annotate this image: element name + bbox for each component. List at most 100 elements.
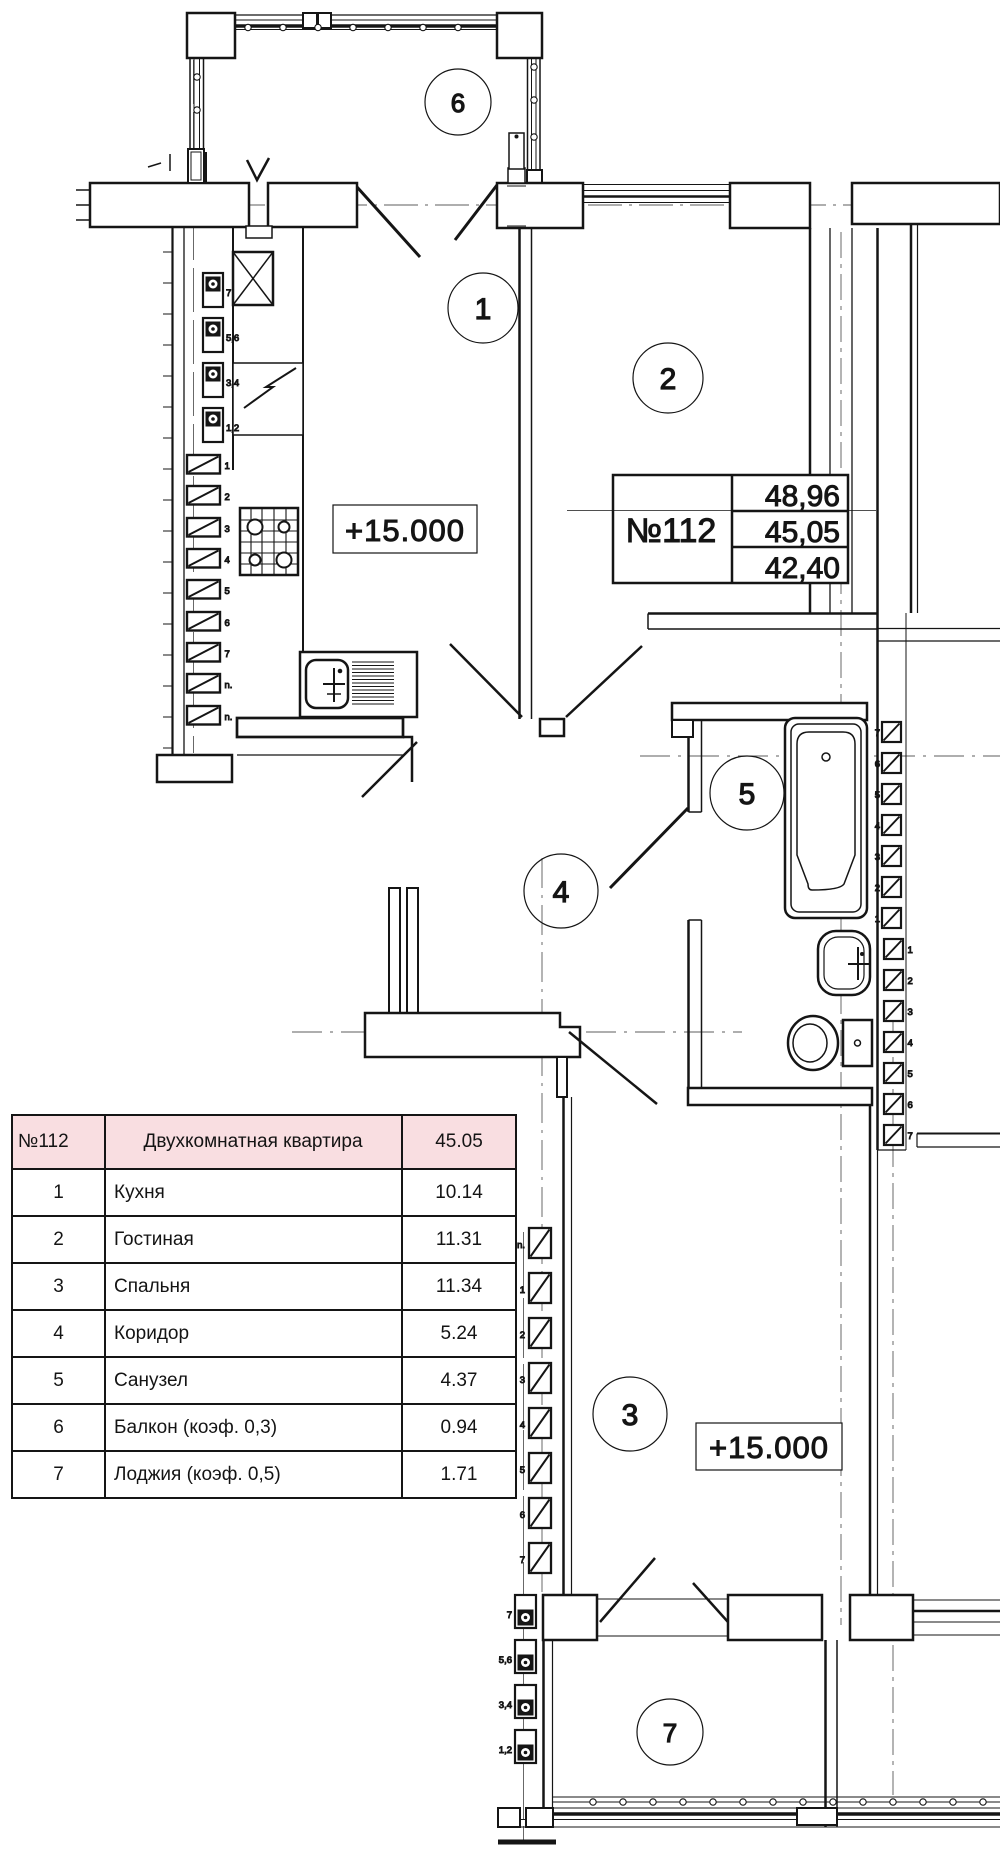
room-circle-4: 4 <box>523 853 599 929</box>
svg-text:+15.000: +15.000 <box>345 513 465 548</box>
neighbour-right <box>848 1132 1000 1642</box>
row-name: Балкон (коэф. 0,3) <box>104 1403 403 1452</box>
svg-text:7: 7 <box>663 1718 677 1748</box>
row-name: Кухня <box>104 1168 403 1217</box>
table-row: 3 Спальня 11.34 <box>11 1262 517 1311</box>
table-header-row: №112 Двухкомнатная квартира 45.05 <box>11 1114 517 1170</box>
svg-text:3,4: 3,4 <box>499 1700 512 1711</box>
svg-text:5: 5 <box>520 1465 525 1476</box>
svg-text:5: 5 <box>225 586 230 597</box>
svg-text:n.: n. <box>225 680 233 691</box>
svg-text:7: 7 <box>908 1131 913 1142</box>
row-name: Спальня <box>104 1262 403 1311</box>
svg-text:4: 4 <box>875 821 880 832</box>
room3-riser-stack: n. 1 2 3 4 5 6 7 7 5,6 3,4 1,2 <box>498 1226 553 1765</box>
row-number: 2 <box>11 1215 106 1264</box>
svg-text:6: 6 <box>225 618 230 629</box>
row-number: 6 <box>11 1403 106 1452</box>
row-area: 5.24 <box>401 1309 517 1358</box>
balcony-6-structure <box>185 11 544 184</box>
kitchen-riser-stack: 7 5,6 3,4 1,2 1 2 3 4 5 6 7 n. n. <box>185 271 240 726</box>
room3-structure <box>541 1097 824 1642</box>
area-reduced: 42,40 <box>765 552 840 585</box>
svg-text:1,2: 1,2 <box>226 423 239 434</box>
row-number: 3 <box>11 1262 106 1311</box>
svg-text:+15.000: +15.000 <box>709 1430 829 1465</box>
svg-text:6: 6 <box>451 88 465 118</box>
row-area: 0.94 <box>401 1403 517 1452</box>
table-row: 5 Санузел 4.37 <box>11 1356 517 1405</box>
svg-text:1: 1 <box>520 1285 525 1296</box>
row-number: 5 <box>11 1356 106 1405</box>
room-circle-2: 2 <box>632 342 704 414</box>
table-row: 2 Гостиная 11.31 <box>11 1215 517 1264</box>
bathroom-structure <box>670 701 874 1107</box>
row-area: 1.71 <box>401 1450 517 1499</box>
svg-text:4: 4 <box>908 1038 913 1049</box>
svg-text:1: 1 <box>875 914 880 925</box>
svg-text:4: 4 <box>553 876 570 909</box>
svg-text:1: 1 <box>908 945 913 956</box>
row-area: 11.31 <box>401 1215 517 1264</box>
room-circle-7: 7 <box>636 1698 704 1766</box>
row-name: Гостиная <box>104 1215 403 1264</box>
svg-text:7: 7 <box>520 1555 525 1566</box>
row-name: Коридор <box>104 1309 403 1358</box>
svg-text:7: 7 <box>226 288 231 299</box>
svg-text:1,2: 1,2 <box>499 1745 512 1756</box>
svg-text:5,6: 5,6 <box>499 1655 512 1666</box>
svg-text:6: 6 <box>875 759 880 770</box>
svg-text:2: 2 <box>225 492 230 503</box>
right-riser-stack: 7 6 5 4 3 2 1 1 2 3 4 5 6 7 <box>874 720 913 1147</box>
svg-text:3: 3 <box>520 1375 525 1386</box>
row-number: 7 <box>11 1450 106 1499</box>
elevation-mark-upper: +15.000 <box>332 504 478 554</box>
table-row: 1 Кухня 10.14 <box>11 1168 517 1217</box>
table-header-name: Двухкомнатная квартира <box>104 1114 403 1170</box>
svg-text:3: 3 <box>622 1399 639 1432</box>
table-row: 6 Балкон (коэф. 0,3) 0.94 <box>11 1403 517 1452</box>
svg-text:5,6: 5,6 <box>226 333 239 344</box>
row-number: 1 <box>11 1168 106 1217</box>
svg-text:2: 2 <box>875 883 880 894</box>
svg-text:7: 7 <box>507 1610 512 1621</box>
room-circles: 1 2 3 4 5 6 7 <box>424 68 785 1766</box>
apartment-number: №112 <box>626 512 717 550</box>
room-area-table: №112 Двухкомнатная квартира 45.05 1 Кухн… <box>11 1114 517 1499</box>
svg-text:n.: n. <box>517 1240 525 1251</box>
svg-text:7: 7 <box>875 728 880 739</box>
loggia-7-structure <box>497 1640 1000 1845</box>
svg-text:5: 5 <box>739 778 756 811</box>
room-circle-3: 3 <box>592 1376 668 1452</box>
corridor-structure <box>363 806 690 1105</box>
svg-text:6: 6 <box>908 1100 913 1111</box>
svg-text:3,4: 3,4 <box>226 378 239 389</box>
svg-text:3: 3 <box>225 524 230 535</box>
row-number: 4 <box>11 1309 106 1358</box>
svg-text:5: 5 <box>875 790 880 801</box>
inner-partitions <box>449 228 1000 738</box>
row-area: 11.34 <box>401 1262 517 1311</box>
elevation-mark-lower: +15.000 <box>695 1422 843 1471</box>
room-circle-1: 1 <box>447 272 519 344</box>
svg-text:1: 1 <box>475 293 492 326</box>
svg-text:3: 3 <box>908 1007 913 1018</box>
svg-text:n.: n. <box>225 712 233 723</box>
svg-text:1: 1 <box>225 461 230 472</box>
room-circle-5: 5 <box>709 755 785 831</box>
table-header-area: 45.05 <box>401 1114 517 1170</box>
svg-text:4: 4 <box>225 555 230 566</box>
row-name: Лоджия (коэф. 0,5) <box>104 1450 403 1499</box>
table-row: 4 Коридор 5.24 <box>11 1309 517 1358</box>
table-header-number: №112 <box>11 1114 106 1170</box>
svg-text:5: 5 <box>908 1069 913 1080</box>
svg-text:7: 7 <box>225 649 230 660</box>
kitchen-structure <box>155 228 419 798</box>
svg-text:2: 2 <box>660 363 677 396</box>
area-living: 45,05 <box>765 516 840 549</box>
svg-text:2: 2 <box>908 976 913 987</box>
top-wall <box>76 132 1000 613</box>
svg-text:6: 6 <box>520 1510 525 1521</box>
